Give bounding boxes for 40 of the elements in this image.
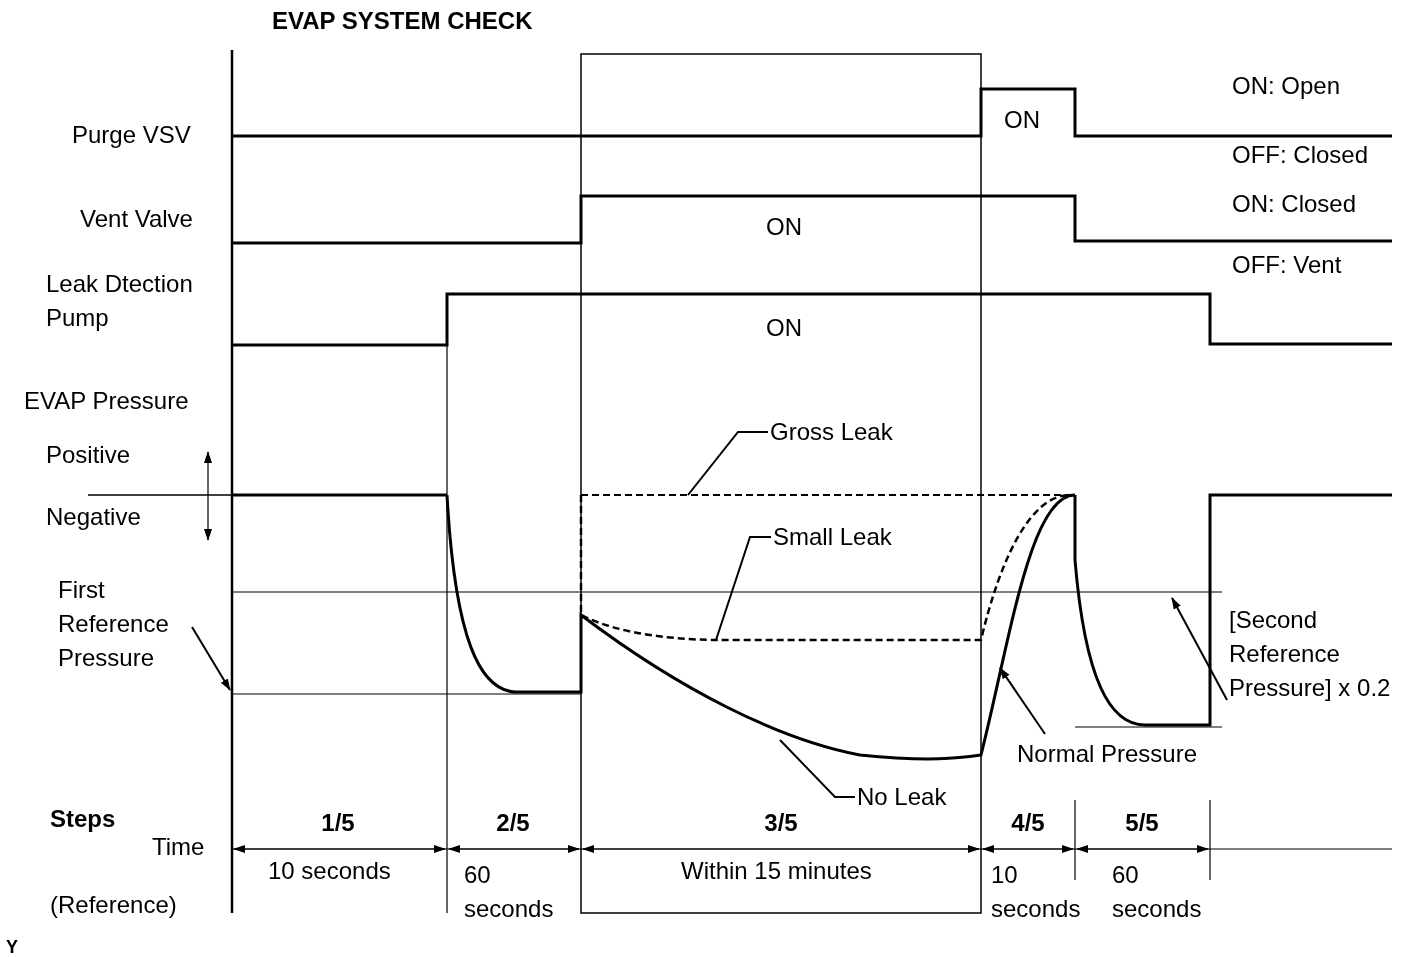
annotation-label: Gross Leak [770, 415, 893, 449]
duration-label: 60 seconds [464, 860, 555, 924]
duration-label: 10 seconds [268, 856, 391, 886]
row-label: Steps [50, 804, 116, 834]
step-number: 3/5 [763, 808, 799, 838]
state-label: ON: Open [1232, 71, 1341, 101]
row-label: (Reference) [50, 890, 177, 920]
state-label: OFF: Closed [1232, 140, 1369, 170]
signal-label: EVAP Pressure [24, 386, 189, 416]
state-label: ON [766, 313, 802, 343]
state-label: ON [766, 212, 802, 242]
state-label: ON [1004, 105, 1040, 135]
duration-label: 60 seconds [1112, 860, 1203, 924]
step-number: 1/5 [320, 808, 356, 838]
step-number: 5/5 [1124, 808, 1160, 838]
signal-label: Vent Valve [80, 204, 193, 234]
leader-line [779, 739, 856, 798]
duration-label: Within 15 minutes [681, 856, 872, 886]
leader-line [191, 626, 231, 691]
step-number: 2/5 [495, 808, 531, 838]
leader-line [1171, 597, 1228, 701]
signal-label: Leak Dtection Pump [46, 269, 194, 333]
figure-code: Y [6, 936, 18, 957]
duration-label: 10 seconds [991, 860, 1081, 924]
step-number: 4/5 [1010, 808, 1046, 838]
annotation-label: Small Leak [773, 520, 892, 554]
signal-label: Purge VSV [72, 120, 191, 150]
annotation-label: First Reference Pressure [58, 573, 198, 675]
annotation-label: Normal Pressure [1017, 737, 1198, 771]
row-label: Time [152, 832, 205, 862]
state-label: OFF: Vent [1232, 250, 1342, 280]
leader-line [999, 667, 1046, 735]
axis-label: Positive [46, 440, 131, 470]
annotation-label: No Leak [857, 780, 947, 814]
state-label: ON: Closed [1232, 189, 1357, 219]
leader-line [687, 431, 769, 496]
leader-line [715, 536, 772, 641]
annotation-label: [Second Reference Pressure] x 0.2 [1229, 603, 1421, 705]
chart-title: EVAP SYSTEM CHECK [272, 6, 533, 36]
axis-label: Negative [46, 502, 141, 532]
